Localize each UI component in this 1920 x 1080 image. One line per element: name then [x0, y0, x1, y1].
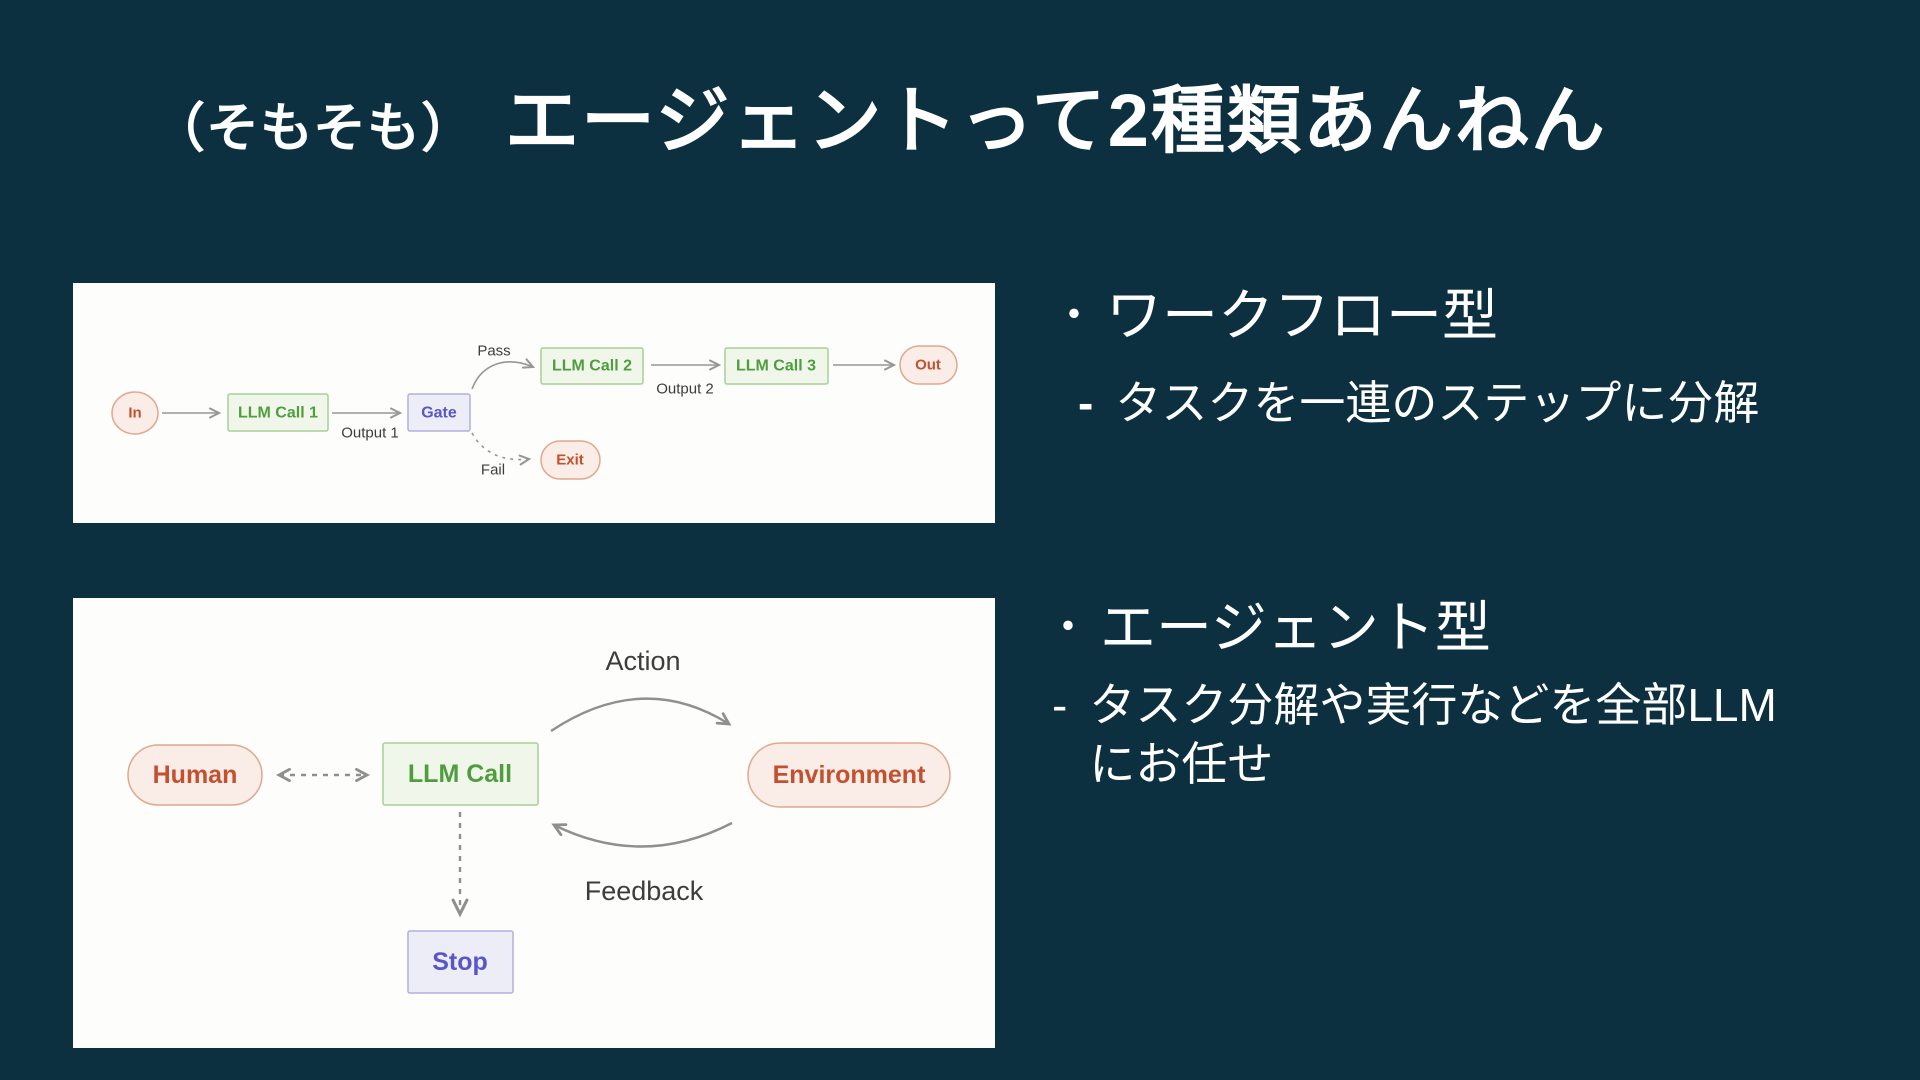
- exit-node-label: Exit: [556, 452, 584, 469]
- agent-diagram-panel: Human LLM Call Environment Action Feedba…: [73, 598, 995, 1048]
- workflow-diagram: In LLM Call 1 Output 1 Gate Pass LLM Cal…: [111, 343, 958, 480]
- agent-type-heading-row: ・ エージェント型: [1046, 596, 1777, 660]
- human-node: [127, 744, 263, 806]
- bullet-icon: ・: [1046, 602, 1090, 652]
- arrow-pass: [471, 362, 533, 390]
- exit-node: [540, 440, 601, 480]
- workflow-type-heading-row: ・ ワークフロー型: [1052, 284, 1759, 348]
- bullet-icon: ・: [1052, 290, 1096, 340]
- stop-node-label: Stop: [432, 948, 488, 976]
- arrow-feedback: [551, 821, 733, 848]
- out-node-label: Out: [915, 357, 941, 374]
- slide-title: （そもそも） エージェントって2種類あんねん: [152, 84, 1607, 158]
- dash-icon: -: [1078, 377, 1094, 430]
- gate-label: Gate: [421, 405, 457, 422]
- output-2-edge-label: Output 2: [656, 381, 714, 398]
- agent-type-description-line2: にお任せ: [1089, 738, 1274, 791]
- environment-node: [747, 742, 951, 808]
- arrow-action: [550, 697, 732, 733]
- agent-diagram: Human LLM Call Environment Action Feedba…: [127, 646, 951, 994]
- llm-call-node-label: LLM Call: [408, 760, 512, 788]
- out-node: [899, 345, 958, 385]
- agent-type-sub-item: - タスク分解や実行などを全部LLM にお任せ: [1052, 676, 1777, 794]
- feedback-edge-label: Feedback: [585, 876, 704, 906]
- human-node-label: Human: [153, 761, 238, 789]
- workflow-type-bullets: ・ ワークフロー型 - タスクを一連のステップに分解: [1052, 284, 1759, 433]
- arrow-fail: [471, 432, 529, 460]
- workflow-type-heading: ワークフロー型: [1106, 284, 1498, 347]
- gate-node: [407, 393, 471, 432]
- in-node: [111, 391, 159, 435]
- agent-type-description: タスク分解や実行などを全部LLM にお任せ: [1089, 676, 1776, 794]
- llm-call-3-label: LLM Call 3: [736, 358, 816, 375]
- dash-icon: -: [1052, 679, 1068, 732]
- agent-type-heading: エージェント型: [1100, 596, 1491, 659]
- slide-title-main: エージェントって2種類あんねん: [504, 79, 1607, 162]
- llm-call-2-node: [540, 347, 644, 385]
- llm-call-node: [382, 742, 539, 806]
- action-edge-label: Action: [605, 646, 680, 676]
- slide-title-prefix: （そもそも）: [152, 99, 475, 158]
- llm-call-1-node: [227, 393, 329, 432]
- llm-call-3-node: [724, 347, 829, 385]
- workflow-diagram-panel: In LLM Call 1 Output 1 Gate Pass LLM Cal…: [73, 283, 995, 523]
- workflow-type-description: タスクを一連のステップに分解: [1115, 377, 1760, 430]
- llm-call-2-label: LLM Call 2: [552, 358, 632, 375]
- fail-edge-label: Fail: [481, 462, 505, 479]
- agent-type-bullets: ・ エージェント型 - タスク分解や実行などを全部LLM にお任せ: [1046, 596, 1777, 794]
- stop-node: [407, 930, 514, 994]
- llm-call-1-label: LLM Call 1: [238, 405, 318, 422]
- environment-node-label: Environment: [773, 761, 926, 789]
- workflow-type-sub-item: - タスクを一連のステップに分解: [1078, 374, 1759, 433]
- in-node-label: In: [128, 405, 141, 422]
- output-1-edge-label: Output 1: [341, 425, 399, 442]
- pass-edge-label: Pass: [477, 343, 510, 360]
- agent-type-description-line1: タスク分解や実行などを全部LLM: [1089, 679, 1777, 732]
